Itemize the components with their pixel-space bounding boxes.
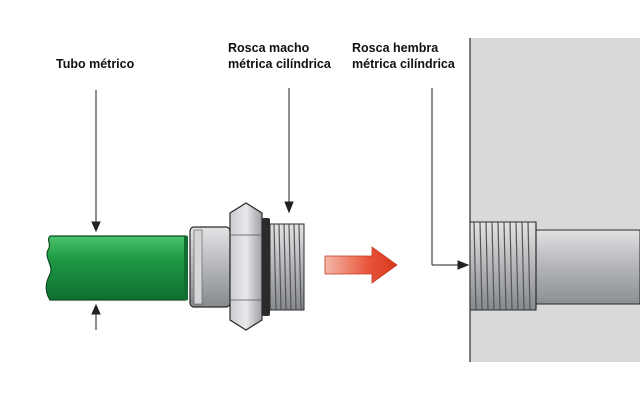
thread-groove [509, 221, 513, 311]
thread-groove [278, 223, 282, 311]
thread-groove [521, 221, 525, 311]
thread-groove [497, 221, 501, 311]
thread-groove [485, 221, 489, 311]
male-thread-pointer [284, 88, 294, 214]
male-thread-label-line1: Rosca macho [228, 41, 310, 55]
male-fitting [189, 202, 305, 331]
female-port [469, 38, 640, 362]
female-thread-label-line2: métrica cilíndrica [352, 57, 455, 71]
thread-groove [293, 223, 297, 311]
female-thread-label-line1: Rosca hembra [352, 41, 439, 55]
tube-label: Tubo métrico [56, 57, 135, 71]
thread-groove [283, 223, 287, 311]
female-thread-pointer [431, 88, 470, 270]
thread-groove [288, 223, 292, 311]
female-thread-grooves [473, 221, 531, 311]
thread-groove [473, 221, 477, 311]
thread-groove [527, 221, 531, 311]
thread-groove [503, 221, 507, 311]
male-thread-grooves [273, 223, 302, 311]
tube-dimension-line [91, 90, 101, 330]
metric-tube [45, 235, 188, 301]
thread-groove [479, 221, 483, 311]
thread-groove [491, 221, 495, 311]
male-thread-label-line2: métrica cilíndrica [228, 57, 331, 71]
thread-groove [515, 221, 519, 311]
thread-groove [273, 223, 277, 311]
thread-groove [298, 223, 302, 311]
assembly-arrow [324, 246, 398, 284]
